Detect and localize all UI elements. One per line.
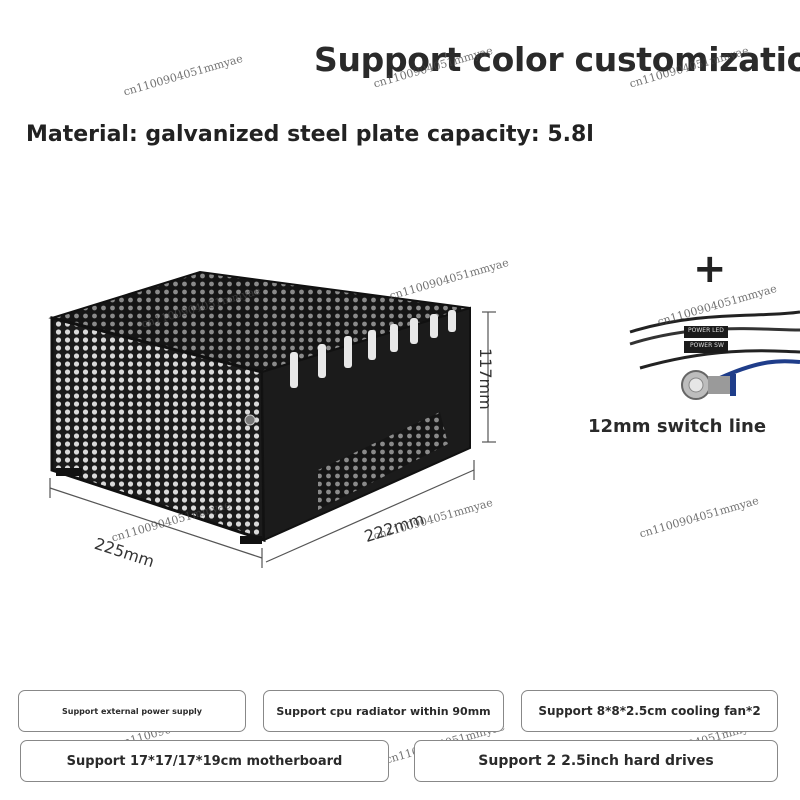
material-spec: Material: galvanized steel plate capacit… xyxy=(26,122,594,147)
switch-cable-illustration xyxy=(629,310,800,400)
vent-slots xyxy=(290,310,456,388)
dimension-lines xyxy=(49,311,496,568)
plus-icon: + xyxy=(693,246,727,292)
feature-external-power: Support external power supply xyxy=(18,690,246,732)
feature-cpu-radiator: Support cpu radiator within 90mm xyxy=(263,690,504,732)
power-button-icon xyxy=(244,414,256,426)
switch-line-label: 12mm switch line xyxy=(588,416,767,437)
connector-label-power-sw: POWER SW xyxy=(690,342,724,349)
headline: Support color customization xyxy=(314,40,800,79)
feature-motherboard: Support 17*17/17*19cm motherboard xyxy=(20,740,389,782)
computer-case xyxy=(48,270,471,544)
feature-hard-drives: Support 2 2.5inch hard drives xyxy=(414,740,778,782)
dimension-height: 117mm xyxy=(476,348,495,410)
feature-cooling-fan: Support 8*8*2.5cm cooling fan*2 xyxy=(521,690,778,732)
connector-label-power-led: POWER LED xyxy=(688,327,724,334)
